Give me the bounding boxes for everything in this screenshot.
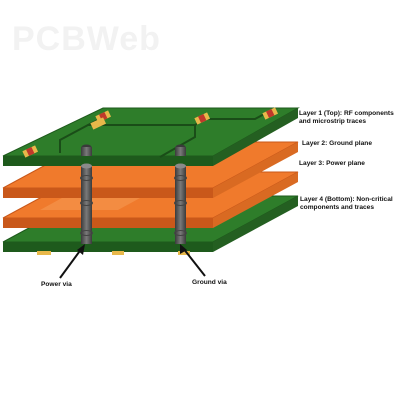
ground-via-arrow xyxy=(180,244,206,277)
microstrip-trace xyxy=(59,124,196,158)
label-layer-4-line-1: Layer 4 (Bottom): Non-critical xyxy=(300,196,393,203)
power-via-arrow xyxy=(59,244,85,279)
label-layer-1-line-2: and microstrip traces xyxy=(299,118,367,126)
via-ring xyxy=(174,230,187,236)
via-ring xyxy=(80,200,93,206)
via-ring xyxy=(80,230,93,236)
via-ring xyxy=(174,175,187,181)
label-power-via: Power via xyxy=(41,281,72,288)
label-layer-4: Layer 4 (Bottom): Non-critical component… xyxy=(300,196,393,212)
rf-component xyxy=(262,107,279,120)
bottom-pad xyxy=(178,251,190,255)
bottom-pad xyxy=(112,251,124,255)
label-ground-via: Ground via xyxy=(192,279,227,286)
rf-component xyxy=(22,145,39,158)
rf-component xyxy=(194,112,211,125)
rf-component xyxy=(90,117,107,130)
watermark: PCBWeb xyxy=(12,20,161,58)
via-ring xyxy=(80,175,93,181)
label-layer-1: Layer 1 (Top): RF components and microst… xyxy=(299,110,394,126)
via-ring xyxy=(174,200,187,206)
label-layer-2: Layer 2: Ground plane xyxy=(302,140,372,147)
bottom-pad xyxy=(37,251,51,255)
layer-1-top xyxy=(2,107,300,166)
label-layer-1-line-1: Layer 1 (Top): RF components xyxy=(299,110,394,117)
label-layer-4-line-2: components and traces xyxy=(300,204,375,212)
label-layer-3: Layer 3: Power plane xyxy=(299,160,365,167)
